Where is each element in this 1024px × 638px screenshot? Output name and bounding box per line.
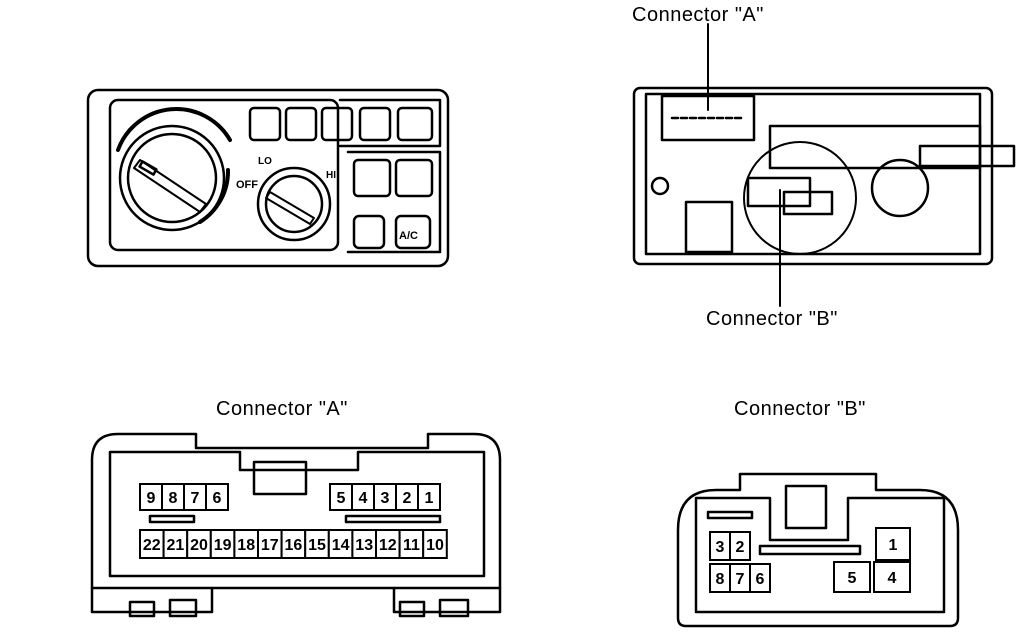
pin-cell	[875, 527, 911, 561]
pin-number: 15	[308, 537, 326, 554]
pin-number: 10	[426, 537, 444, 554]
connector-b-callout-label: Connector "B"	[706, 308, 838, 330]
pin-number: 7	[736, 571, 745, 588]
pin-cell	[422, 529, 448, 559]
gear-icon	[870, 158, 930, 218]
defrost-button	[352, 214, 386, 250]
connector-b-title: Connector "B"	[734, 398, 866, 420]
pin-number: 3	[381, 490, 390, 507]
pin-cell	[205, 483, 229, 511]
screw-icon	[650, 176, 670, 196]
pin-number: 17	[261, 537, 279, 554]
mode-buttons	[248, 106, 434, 142]
pin-number: 1	[425, 490, 434, 507]
pin-number: 12	[379, 537, 397, 554]
pin-number: 18	[237, 537, 255, 554]
recirc-button	[352, 158, 392, 198]
pin-number: 8	[169, 490, 178, 507]
pin-number: 21	[167, 537, 185, 554]
fan-speed-knob	[256, 166, 332, 242]
temperature-knob	[116, 107, 232, 232]
pin-number: 3	[716, 539, 725, 556]
control-cable	[918, 144, 1016, 168]
climate-control-panel-rear	[632, 23, 1016, 307]
pin-number: 16	[285, 537, 303, 554]
pin-number: 1	[889, 537, 898, 554]
pin-cell	[417, 483, 441, 511]
fan-hi-label: HI	[326, 170, 336, 181]
pin-number: 20	[190, 537, 208, 554]
pin-number: 13	[355, 537, 373, 554]
pin-number: 5	[337, 490, 346, 507]
fresh-air-button	[394, 158, 434, 198]
fan-lo-label: LO	[258, 156, 272, 167]
pin-number: 11	[403, 537, 420, 554]
pin-cell	[833, 561, 871, 593]
pin-number: 22	[143, 537, 161, 554]
pin-number: 19	[214, 537, 232, 554]
pin-number: 6	[213, 490, 222, 507]
pin-number: 4	[888, 570, 897, 587]
ac-button	[394, 214, 432, 250]
pin-number: 8	[716, 571, 725, 588]
panel-text: OFF LO HI A/C	[236, 156, 418, 242]
connector-a-title: Connector "A"	[216, 398, 348, 420]
pin-number: 9	[147, 490, 156, 507]
connector-a-callout-label: Connector "A"	[632, 4, 764, 26]
mounting-bracket	[684, 200, 734, 254]
pin-number: 14	[332, 537, 350, 554]
pin-number: 7	[191, 490, 200, 507]
pin-number: 2	[736, 539, 745, 556]
connector-b-face	[676, 472, 960, 628]
fan-off-label: OFF	[236, 179, 258, 191]
climate-control-panel-front	[86, 88, 450, 268]
ac-button-label: A/C	[399, 230, 418, 242]
connector-a-face	[90, 432, 502, 618]
pin-number: 4	[359, 490, 368, 507]
pin-cell	[873, 561, 911, 593]
pin-number: 6	[756, 571, 765, 588]
pin-cell	[729, 531, 751, 561]
pin-cell	[749, 563, 771, 593]
pin-number: 2	[403, 490, 412, 507]
pin-number: 5	[848, 570, 857, 587]
